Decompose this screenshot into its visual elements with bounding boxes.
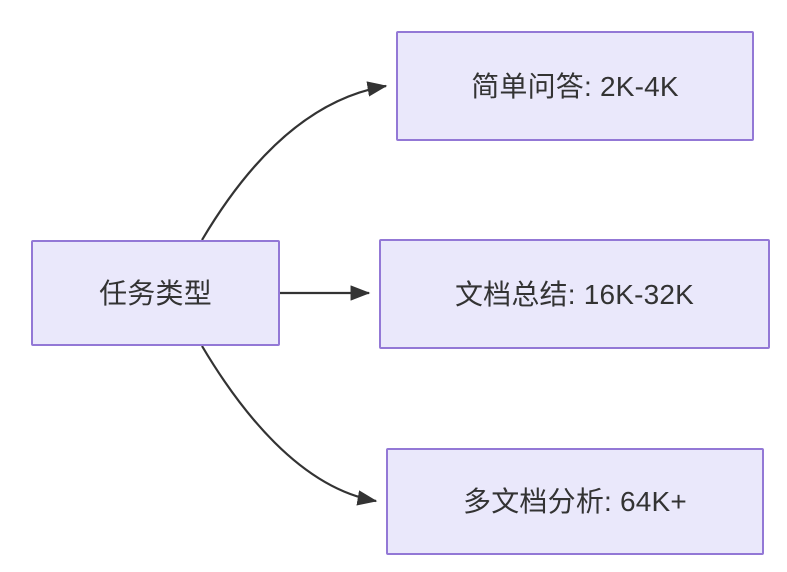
node-task-type[interactable]: 任务类型 bbox=[31, 240, 280, 346]
node-doc-summary[interactable]: 文档总结: 16K-32K bbox=[379, 239, 770, 349]
node-task-type-label: 任务类型 bbox=[99, 277, 212, 309]
node-multi-doc-label: 多文档分析: 64K+ bbox=[463, 486, 687, 517]
node-simple-qa[interactable]: 简单问答: 2K-4K bbox=[396, 31, 754, 141]
edge-source-to-multi-doc bbox=[201, 345, 378, 506]
node-simple-qa-label: 简单问答: 2K-4K bbox=[471, 70, 679, 102]
node-doc-summary-label: 文档总结: 16K-32K bbox=[454, 278, 695, 310]
node-multi-doc[interactable]: 多文档分析: 64K+ bbox=[386, 448, 764, 555]
edge-source-to-simple-qa bbox=[201, 81, 388, 241]
